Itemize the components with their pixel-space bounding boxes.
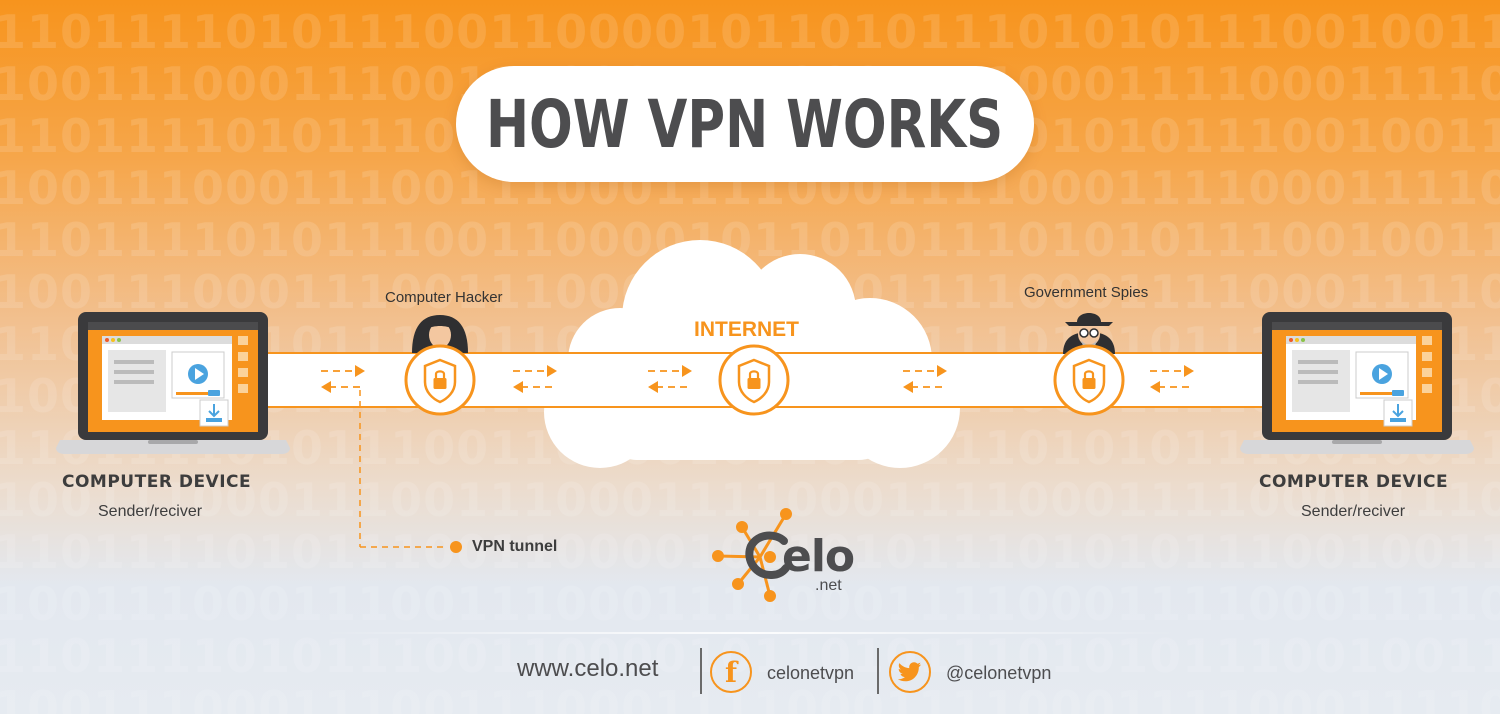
hacker-icon [412, 315, 468, 353]
lock-shield-icon [1053, 344, 1125, 416]
right-device-title: COMPUTER DEVICE [1259, 472, 1449, 492]
twitter-icon[interactable] [889, 651, 931, 693]
left-laptop-icon [55, 311, 291, 455]
footer-divider [700, 648, 702, 694]
facebook-icon[interactable]: f [710, 651, 752, 693]
spies-label: Government Spies [1024, 284, 1149, 301]
left-device-subtitle: Sender/reciver [98, 503, 203, 520]
vpn-tunnel-callout [359, 390, 462, 553]
logo-wordmark: elo [782, 531, 855, 582]
vpn-tunnel-label: VPN tunnel [472, 538, 558, 555]
network-logo-icon [712, 508, 792, 602]
left-device-title: COMPUTER DEVICE [62, 472, 252, 492]
hacker-label: Computer Hacker [385, 289, 503, 306]
title-banner: HOW VPN WORKS [456, 66, 1034, 182]
arrow-icon [1149, 364, 1195, 394]
footer-divider [877, 648, 879, 694]
logo-domain: .net [815, 577, 842, 594]
twitter-handle[interactable]: @celonetvpn [946, 663, 1052, 683]
lock-shield-icon [718, 344, 790, 416]
arrow-icon [902, 364, 948, 394]
right-laptop-icon [1239, 311, 1475, 455]
page-title: HOW VPN WORKS [486, 85, 1004, 163]
facebook-handle[interactable]: celonetvpn [767, 663, 855, 683]
internet-label: INTERNET [694, 318, 799, 341]
arrow-icon [512, 364, 558, 394]
website-link[interactable]: www.celo.net [517, 655, 659, 682]
footer-separator [320, 632, 1180, 634]
lock-shield-icon [404, 344, 476, 416]
right-device-subtitle: Sender/reciver [1301, 503, 1406, 520]
arrow-icon [320, 364, 366, 394]
arrow-icon [647, 364, 693, 394]
